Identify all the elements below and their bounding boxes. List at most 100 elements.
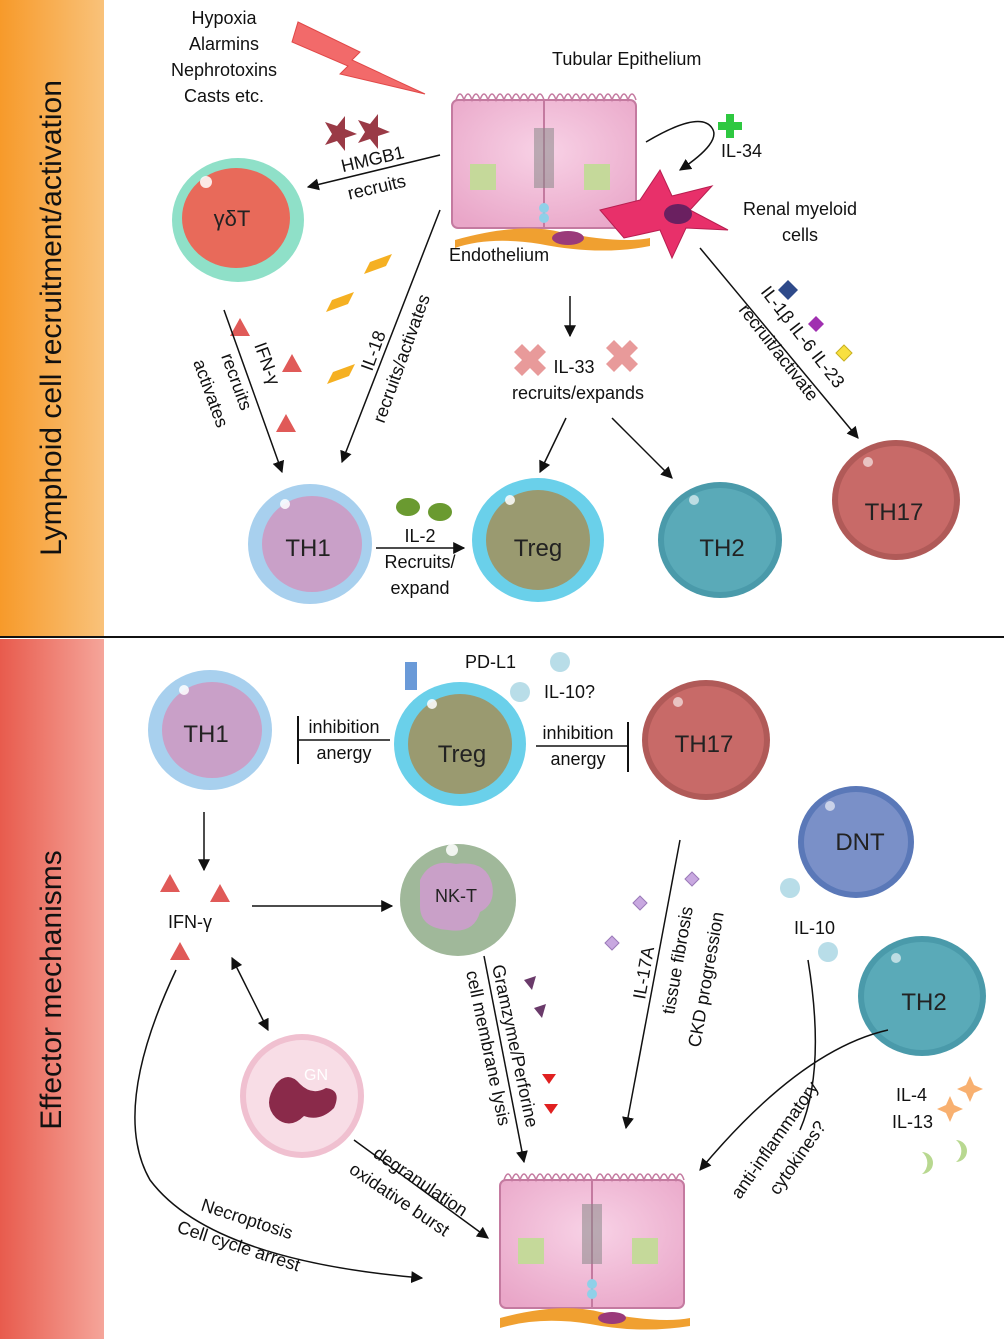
gn-label: GN [304,1067,328,1084]
endothelium-bottom-cell [500,1308,690,1330]
pd-l1-receptor-icon [405,662,417,690]
tubular-epithelium-top [451,93,637,229]
th1-cell-bottom: TH1 [148,670,272,790]
il33-to-treg-arrow [539,417,567,474]
il10-curve-line [799,959,817,1131]
il2-oval-icon [428,503,452,521]
gn-cell: GN [240,1034,364,1158]
il2-label: IL-2 [404,526,435,546]
il1b-diamond-icon [778,280,798,300]
trigger-casts: Casts etc. [184,86,264,106]
section-divider [0,636,1004,638]
il17a-label: IL-17A [629,945,658,1001]
endothelium-bottom-nucleus [598,1312,626,1324]
inhibition-left-label: inhibition [308,717,379,737]
il10-circle-icon [550,652,570,672]
il4-star-icon [957,1076,983,1102]
il17a-arrow [622,839,681,1130]
trigger-list: Hypoxia Alarmins Nephrotoxins Casts etc. [171,8,277,106]
il4-label: IL-4 [896,1085,927,1105]
il34-label: IL-34 [721,141,762,161]
th17-bottom-label: TH17 [675,731,734,758]
renal-myeloid-label-1: Renal myeloid [743,199,857,219]
il33-cross-icon [514,344,546,376]
gdt-cell: γδT [172,158,304,282]
th17-cell-bottom: TH17 [642,680,770,800]
il10-circle-icon [780,878,800,898]
th2-cell-bottom: TH2 [858,936,986,1056]
il10-circle-icon [818,942,838,962]
section-band-effector [0,639,104,1339]
il17a-diamond-icon [604,871,700,951]
il2-expand-label: expand [390,578,449,598]
dnt-cell: DNT [798,786,914,898]
il33-label: IL-33 [553,357,594,377]
ifn-gamma-triangle-icon [230,318,302,432]
ifn-gamma-label: IFN-γ [250,340,284,388]
il33-to-th2-arrow [611,417,673,479]
ifn-gamma-triangle-icon [160,874,230,960]
il10-question-label: IL-10? [544,682,595,702]
hmgb1-star-icon [358,114,390,149]
ifn-gn-double-arrow [231,956,269,1032]
il33-cross-icon [606,340,638,372]
myeloid-nucleus [664,204,692,224]
th1-cell-top: TH1 [248,484,372,604]
trigger-alarmins: Alarmins [189,34,259,54]
il34-loop-arrow [645,120,715,171]
lightning-bolt-icon [291,21,426,95]
nkt-cell: NK-T [400,844,516,956]
endothelium-nucleus [552,231,584,245]
il18-arrow [340,209,441,464]
il10-circle-icon [510,682,530,702]
il2-oval-icon [396,498,420,516]
th2-bottom-label: TH2 [901,989,946,1016]
necroptosis-arrow [134,969,424,1284]
th2-cell-top: TH2 [658,482,782,598]
gdt-cell-label: γδT [214,206,251,231]
renal-myeloid-label-2: cells [782,225,818,245]
treg-bottom-label: Treg [438,741,486,768]
th2-top-label: TH2 [699,535,744,562]
th17-cell-top: TH17 [832,440,960,560]
th1-bottom-label: TH1 [183,721,228,748]
th17-top-label: TH17 [865,499,924,526]
treg-cell-bottom: Treg [394,682,526,806]
il10-label: IL-10 [794,918,835,938]
perforine-wedge-icon [542,1074,558,1114]
hmgb1-star-icon [325,116,357,151]
anergy-right-label: anergy [550,749,605,769]
inhibition-right-label: inhibition [542,723,613,743]
trigger-hypoxia: Hypoxia [191,8,257,28]
endothelium-label: Endothelium [449,245,549,265]
il13-crescent-icon [922,1152,933,1174]
il33-recruits-label: recruits/expands [512,383,644,403]
granzyme-wedge-icon [524,976,546,1018]
th2-anti-inflammatory-arrow [699,1029,889,1171]
il34-cross-icon [718,114,742,138]
anergy-left-label: anergy [316,743,371,763]
il2-recruits-label: Recruits/ [384,552,455,572]
pd-l1-label: PD-L1 [465,652,516,672]
treg-top-label: Treg [514,535,562,562]
ifn-gamma-arrow [223,309,285,474]
il6-diamond-icon [808,316,824,332]
trigger-nephrotoxins: Nephrotoxins [171,60,277,80]
il4-star-icon [937,1096,963,1122]
tubular-epithelium-label: Tubular Epithelium [552,49,701,69]
gn-to-epithelium-arrow [353,1139,489,1239]
il1-il6-il23-arrow [699,247,859,439]
dnt-label: DNT [835,829,885,856]
nkt-label: NK-T [435,886,477,906]
il13-crescent-icon [956,1140,967,1162]
section-band-recruitment [0,0,104,636]
tubular-epithelium-bottom [499,1173,685,1309]
il23-diamond-icon [835,344,853,362]
treg-cell-top: Treg [472,478,604,602]
il13-label: IL-13 [892,1112,933,1132]
th1-top-label: TH1 [285,535,330,562]
ifn-gamma-bottom-label: IFN-γ [168,912,212,932]
nkt-to-epithelium-arrow [483,955,528,1164]
